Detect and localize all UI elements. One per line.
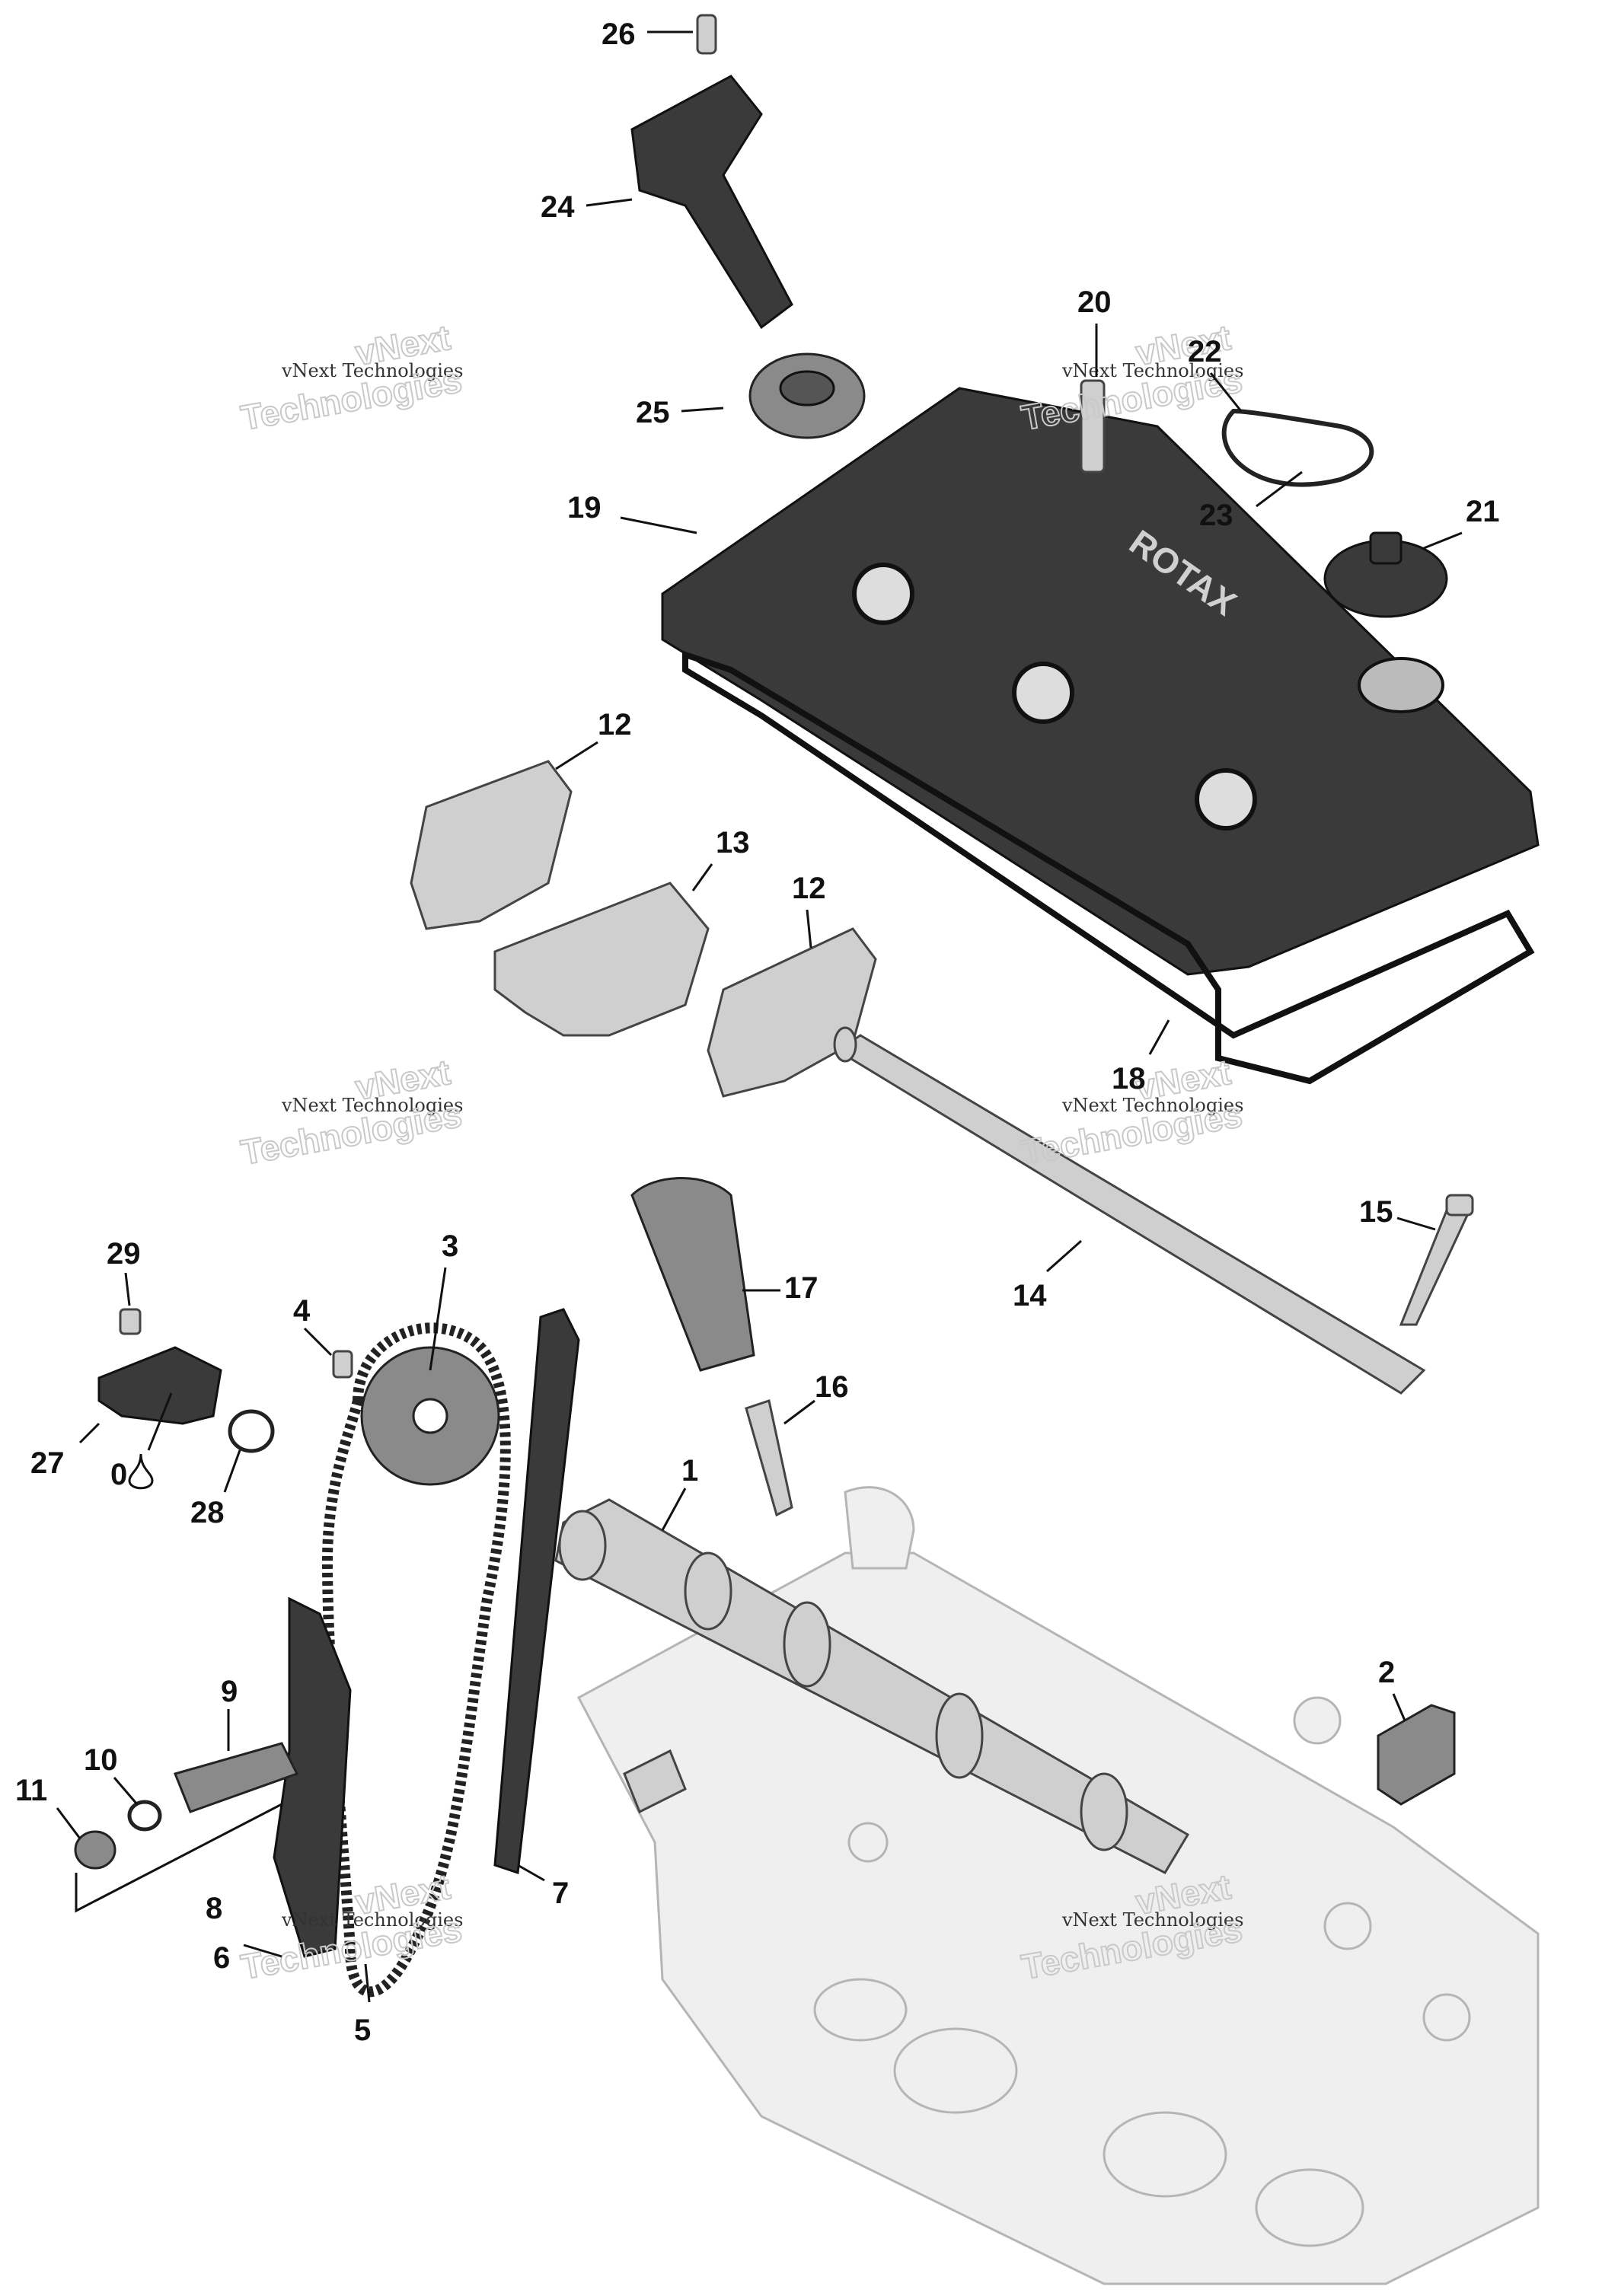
callout-23: 23: [1199, 499, 1233, 532]
callout-28: 28: [190, 1496, 225, 1529]
callout-16: 16: [815, 1370, 849, 1404]
callout-26: 26: [602, 18, 636, 51]
watermark-text: vNext Technologies: [281, 360, 463, 381]
coil-seal: [748, 352, 866, 439]
callout-11: 11: [15, 1774, 47, 1807]
rocker-arm-center: [493, 882, 710, 1037]
callout-14: 14: [1013, 1279, 1047, 1312]
cylinder-head: [576, 1486, 1540, 2285]
callout-17: 17: [784, 1271, 819, 1305]
callout-3: 3: [442, 1229, 458, 1263]
callout-29: 29: [107, 1237, 141, 1271]
callout-5: 5: [354, 2014, 371, 2047]
long-bolt: [1399, 1194, 1474, 1326]
callout-21: 21: [1466, 495, 1500, 528]
callout-labels: 26 24 25 20 22 23 21 19 12 13 12 18 15 1…: [15, 18, 1500, 2047]
callout-15: 15: [1359, 1195, 1393, 1229]
watermark-text: vNext Technologies: [1061, 1095, 1243, 1116]
cover-bolt: [1080, 379, 1106, 474]
callout-10: 10: [84, 1743, 118, 1777]
kit-bracket: [75, 1803, 282, 1913]
callout-0: 0: [110, 1458, 127, 1491]
valve-cover: ROTAX: [661, 387, 1540, 976]
watermark-text: vNext Technologies: [281, 1909, 463, 1931]
callout-6: 6: [213, 1941, 230, 1975]
rocker-arm-left: [410, 760, 573, 930]
callout-13: 13: [716, 826, 750, 859]
callout-1: 1: [681, 1454, 698, 1488]
callout-25: 25: [636, 396, 670, 429]
callout-2: 2: [1378, 1656, 1395, 1689]
callout-19: 19: [567, 491, 602, 525]
spark-plug-tube: [630, 1177, 755, 1372]
callout-8: 8: [206, 1892, 222, 1925]
leader-lines: [56, 30, 1463, 2003]
sprocket-screw: [332, 1350, 353, 1379]
callout-7: 7: [552, 1877, 569, 1910]
callout-18: 18: [1112, 1062, 1146, 1095]
callout-12-right: 12: [792, 872, 826, 905]
callout-24: 24: [541, 190, 575, 224]
sensor-screw: [119, 1308, 142, 1335]
callout-20: 20: [1077, 285, 1112, 319]
rocker-arm-right: [707, 927, 877, 1098]
chain-guide: [493, 1308, 580, 1875]
oil-filler-cap: [1323, 531, 1448, 618]
ignition-coil: [630, 75, 793, 330]
tensioner-o-ring: [127, 1800, 162, 1832]
chain-tensioner: [173, 1742, 299, 1813]
timing-chain: [321, 1322, 511, 1998]
cover-pad: [1377, 1704, 1456, 1806]
camshaft-sprocket: [360, 1346, 500, 1486]
callout-22: 22: [1188, 335, 1222, 368]
sensor-o-ring: [228, 1409, 275, 1453]
camshaft-position-sensor: [97, 1346, 222, 1425]
watermark-text: vNext Technologies: [1061, 1909, 1243, 1931]
valve-cover-gasket: [682, 650, 1535, 1085]
tensioner-plug: [74, 1830, 116, 1870]
wire-clamp: [1221, 408, 1374, 487]
coil-screw: [696, 14, 717, 55]
rocker-arm-shaft: [833, 1026, 1426, 1395]
callout-4: 4: [293, 1294, 311, 1328]
watermark-text: vNext Technologies: [281, 1095, 463, 1116]
callout-9: 9: [221, 1675, 238, 1708]
oil-drop-icon: [128, 1453, 154, 1490]
camshaft: [554, 1498, 1190, 1874]
spark-plug: [745, 1399, 793, 1517]
callout-27: 27: [30, 1446, 65, 1480]
callout-12-left: 12: [598, 708, 632, 741]
